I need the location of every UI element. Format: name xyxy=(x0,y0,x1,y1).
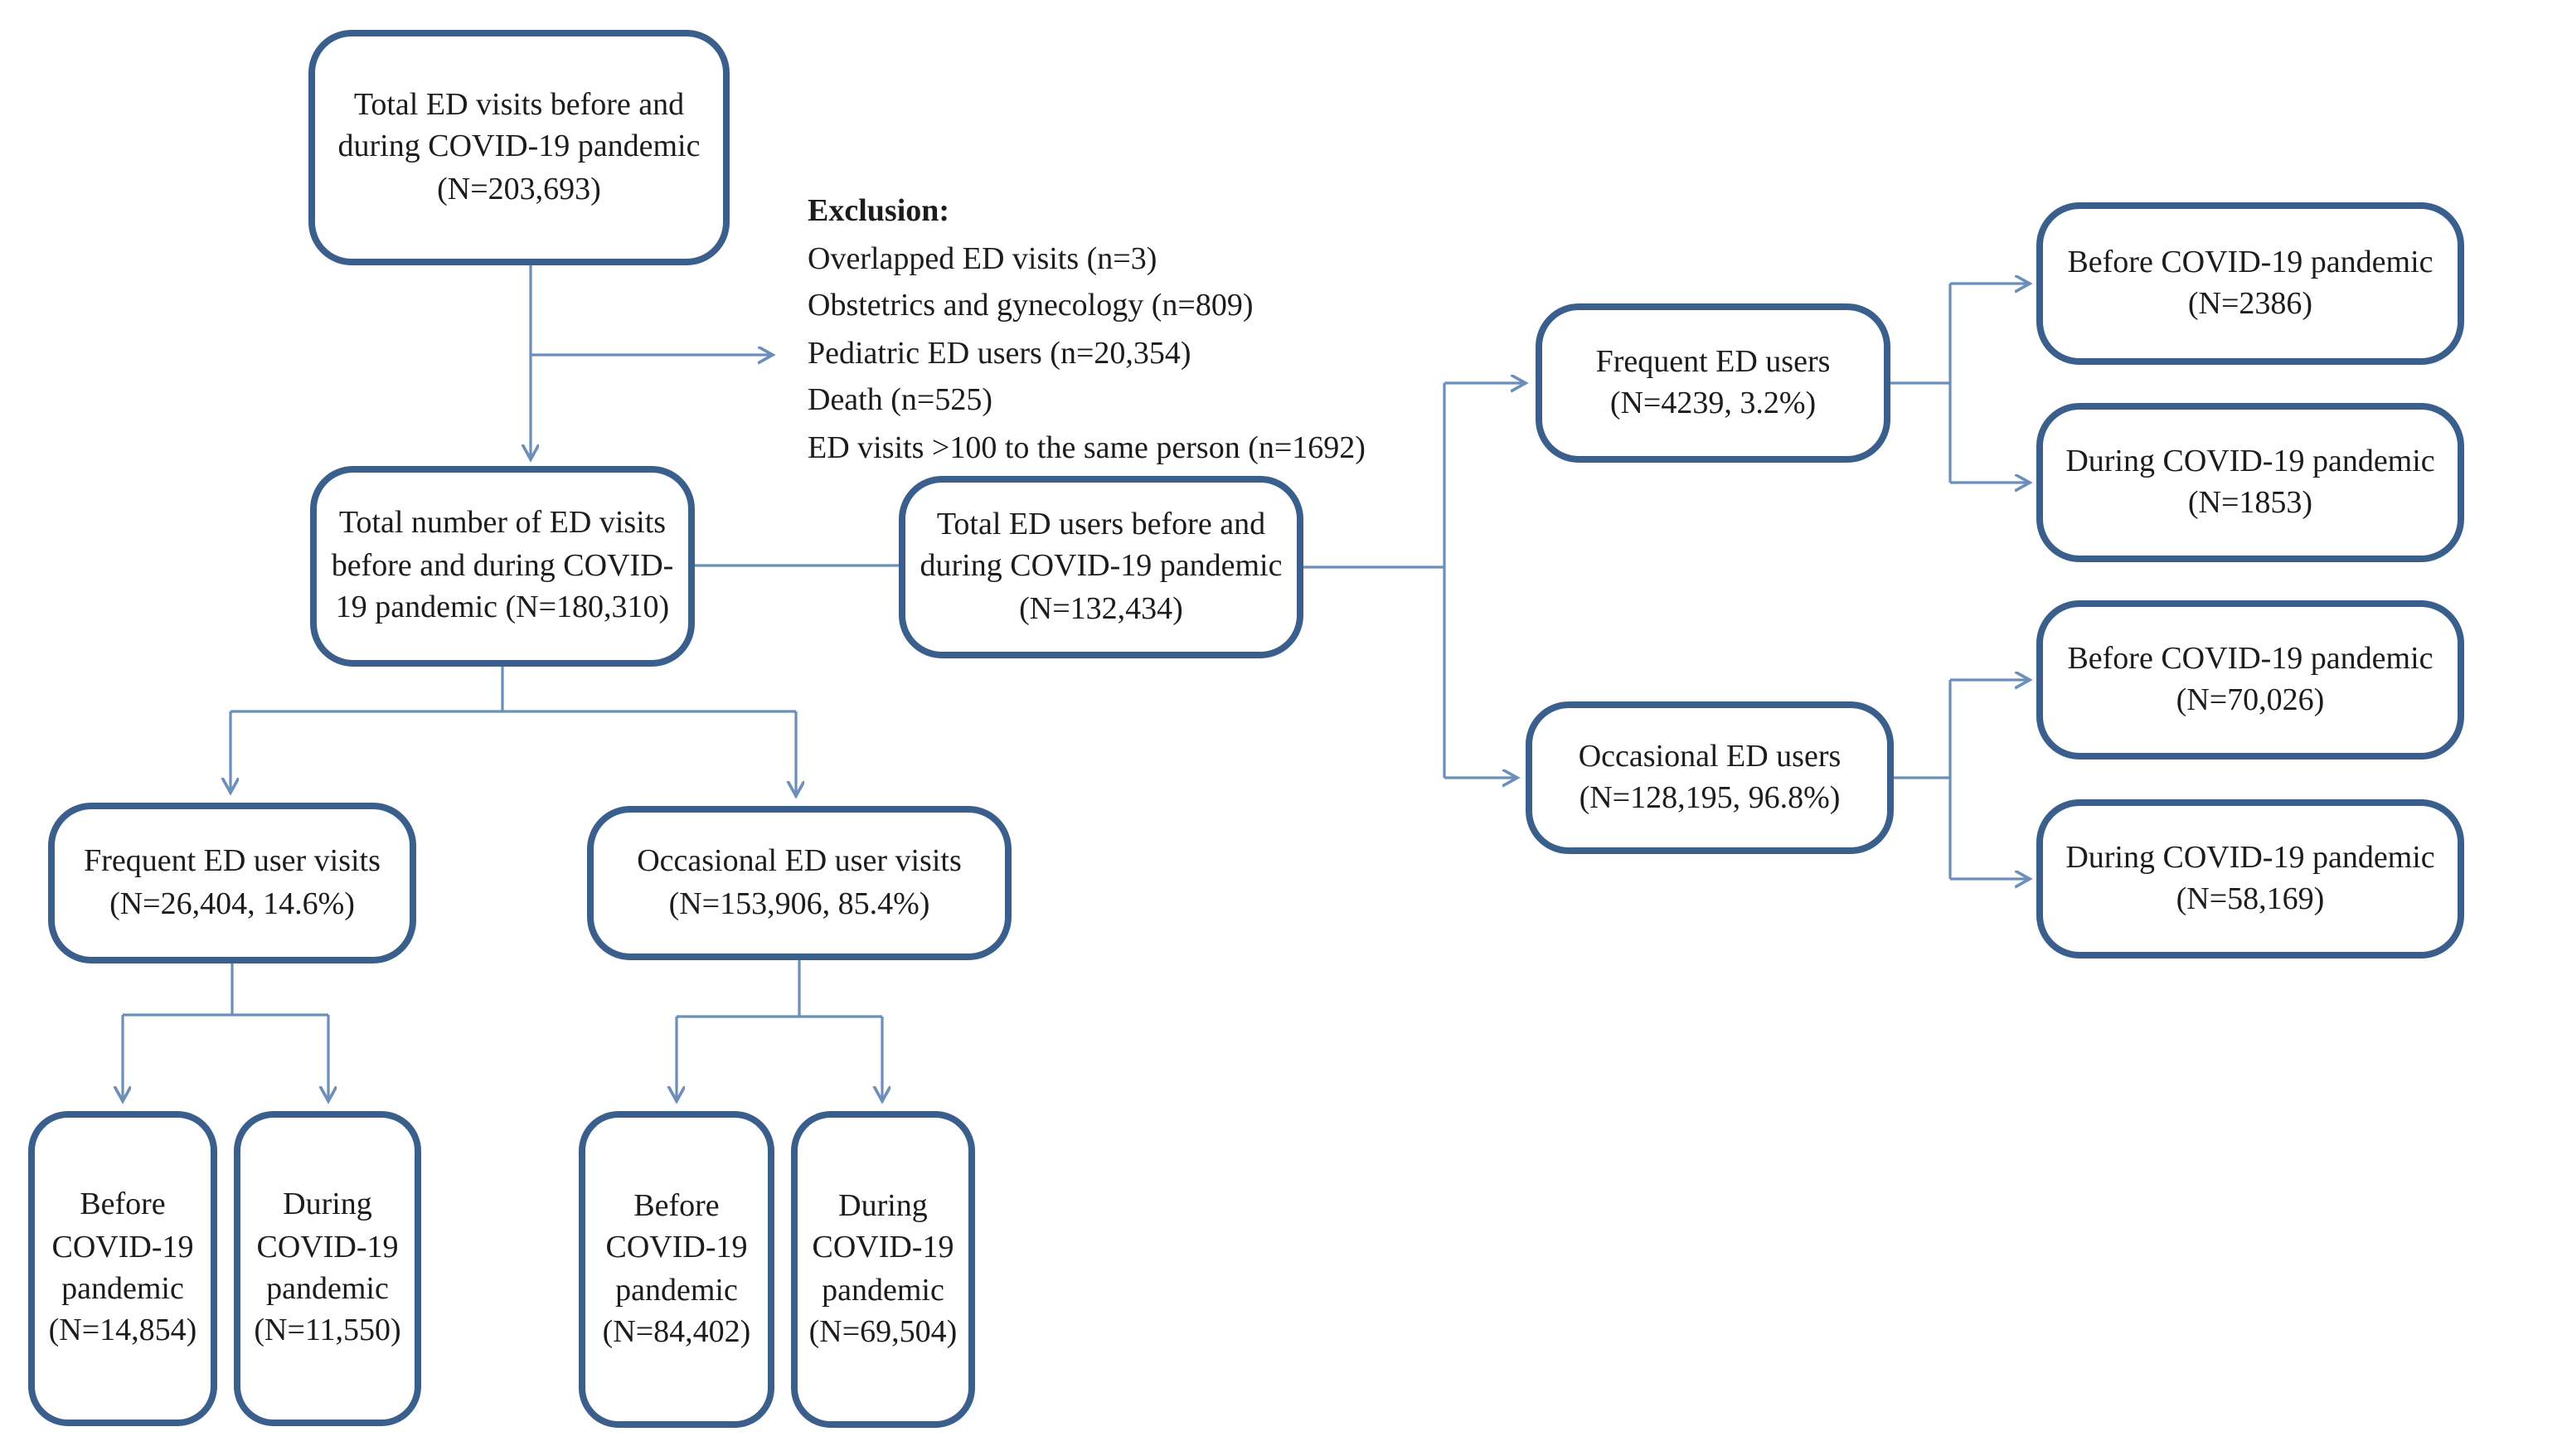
node-occasional-ed-user-visits: Occasional ED user visits (N=153,906, 85… xyxy=(587,806,1012,960)
node-occasional-users-before: Before COVID-19 pandemic (N=70,026) xyxy=(2036,600,2464,760)
node-occasional-users-during: During COVID-19 pandemic (N=58,169) xyxy=(2036,799,2464,959)
node-frequent-visits-before: Before COVID-19 pandemic (N=14,854) xyxy=(28,1111,217,1426)
node-frequent-visits-during: During COVID-19 pandemic (N=11,550) xyxy=(234,1111,421,1426)
node-frequent-users-before: Before COVID-19 pandemic (N=2386) xyxy=(2036,202,2464,365)
exclusion-item: Death (n=525) xyxy=(808,383,992,418)
node-frequent-ed-users: Frequent ED users (N=4239, 3.2%) xyxy=(1536,303,1890,463)
node-total-ed-users: Total ED users before and during COVID-1… xyxy=(899,476,1303,658)
exclusion-item: Obstetrics and gynecology (n=809) xyxy=(808,289,1254,323)
exclusion-heading: Exclusion: xyxy=(808,194,950,229)
node-total-ed-visits: Total ED visits before and during COVID-… xyxy=(308,30,730,265)
exclusion-note: Exclusion: Overlapped ED visits (n=3) Ob… xyxy=(808,189,1366,473)
exclusion-item: Overlapped ED visits (n=3) xyxy=(808,241,1157,276)
node-frequent-users-during: During COVID-19 pandemic (N=1853) xyxy=(2036,403,2464,562)
exclusion-item: ED visits >100 to the same person (n=169… xyxy=(808,430,1366,465)
node-occasional-visits-during: During COVID-19 pandemic (N=69,504) xyxy=(791,1111,975,1428)
node-occasional-visits-before: Before COVID-19 pandemic (N=84,402) xyxy=(579,1111,774,1428)
exclusion-item: Pediatric ED users (n=20,354) xyxy=(808,336,1191,371)
node-frequent-ed-user-visits: Frequent ED user visits (N=26,404, 14.6%… xyxy=(48,803,416,963)
node-total-ed-visits-included: Total number of ED visits before and dur… xyxy=(310,466,695,667)
node-occasional-ed-users: Occasional ED users (N=128,195, 96.8%) xyxy=(1526,701,1894,854)
